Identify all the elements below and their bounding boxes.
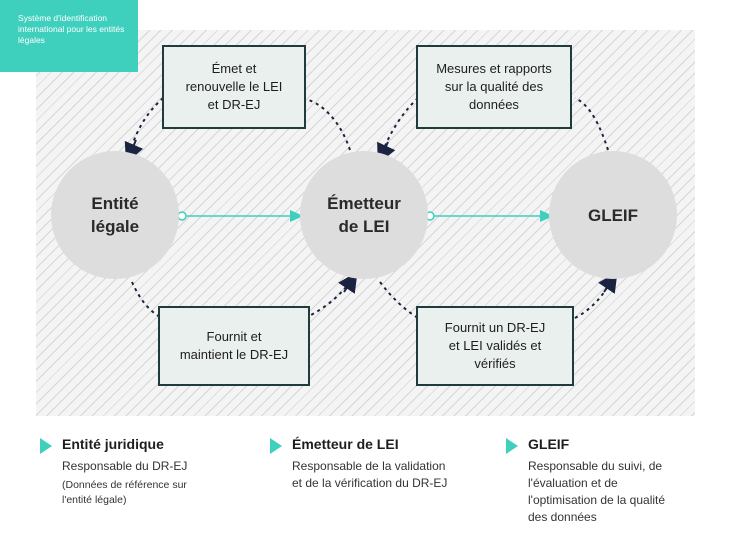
box-issue-renew-label: Émet et renouvelle le LEI et DR-EJ — [185, 61, 283, 112]
dotted-arrow-head-issuer-top — [377, 141, 396, 165]
legend-title: Émetteur de LEI — [292, 436, 399, 452]
dotted-arrow-head-entity — [124, 139, 144, 164]
box-issue-renew: Émet et renouvelle le LEI et DR-EJ — [162, 45, 306, 129]
legend-marker-icon — [270, 438, 282, 454]
dotted-arrow-issuer-to-gleif-bottom — [379, 281, 611, 319]
legend-title: Entité juridique — [62, 436, 164, 452]
box-provide-maintain-label: Fournit et maintient le DR-EJ — [179, 329, 289, 362]
node-gleif: GLEIF — [549, 151, 677, 279]
dotted-arrow-head-gleif — [598, 271, 618, 294]
node-legal-entity: Entité légale — [51, 151, 179, 279]
corner-tag-label: Système d'identification international p… — [18, 13, 125, 45]
box-provide-validated-label: Fournit un DR-EJ et LEI validés et vérif… — [444, 320, 546, 371]
teal-arrow-entity-to-issuer — [177, 210, 304, 222]
legend-marker-icon — [506, 438, 518, 454]
legend-note: (Données de référence sur l'entité légal… — [62, 479, 187, 506]
teal-arrow-issuer-to-gleif — [425, 210, 554, 222]
node-gleif-label: GLEIF — [587, 205, 639, 225]
legend-title: GLEIF — [528, 436, 570, 452]
node-lei-issuer: Émetteur de LEI — [300, 151, 428, 279]
legend-marker-icon — [40, 438, 52, 454]
box-provide-validated: Fournit un DR-EJ et LEI validés et vérif… — [416, 306, 574, 386]
box-provide-maintain: Fournit et maintient le DR-EJ — [158, 306, 310, 386]
legend-description: Responsable du suivi, de l'évaluation et… — [528, 459, 666, 524]
node-lei-issuer-label: Émetteur de LEI — [327, 194, 401, 236]
legend-description: Responsable du DR-EJ — [62, 459, 188, 473]
dotted-arrow-gleif-to-issuer — [381, 97, 609, 154]
corner-tag: Système d'identification international p… — [0, 0, 138, 72]
box-measure-report: Mesures et rapports sur la qualité des d… — [416, 45, 572, 129]
dotted-arrow-head-issuer-bottom — [338, 271, 358, 294]
box-measure-report-label: Mesures et rapports sur la qualité des d… — [436, 61, 552, 112]
legend-description: Responsable de la validation et de la vé… — [292, 459, 448, 490]
node-legal-entity-label: Entité légale — [90, 194, 140, 236]
